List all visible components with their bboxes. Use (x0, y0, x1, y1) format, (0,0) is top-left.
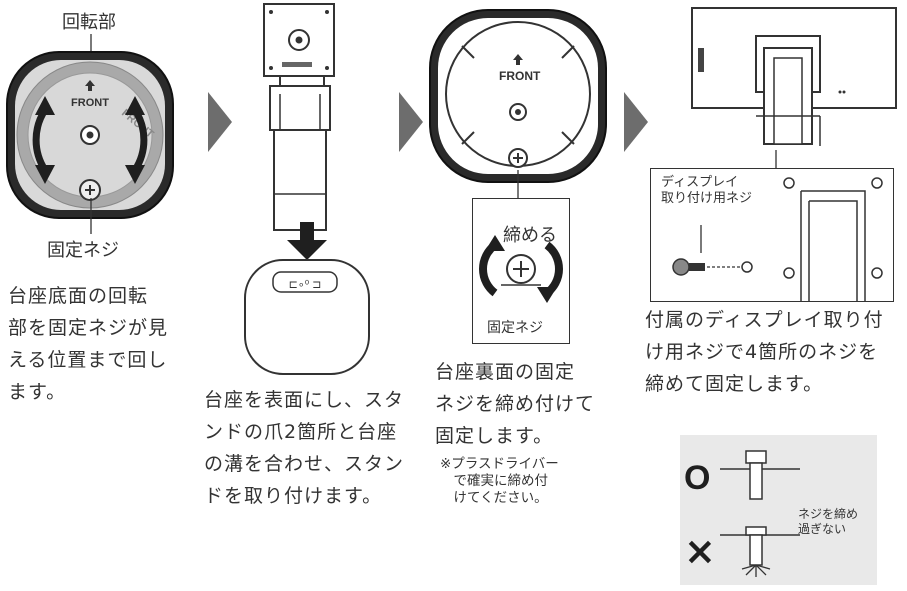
attach-down-arrow (287, 222, 327, 260)
screw-detail-box: ディスプレイ 取り付け用ネジ (650, 168, 894, 302)
step1-caption: 台座底面の回転 部を固定ネジが見 える位置まで回し ます。 (8, 285, 169, 403)
step-arrow-3 (624, 92, 648, 152)
ok-mark: O (684, 459, 711, 497)
stand-base-top-illustration: ⊏∘⁰ ⊐ (244, 259, 370, 375)
step-arrow-2 (399, 92, 423, 152)
screw-holes-plate (672, 177, 883, 301)
svg-text:FRONT: FRONT (71, 97, 109, 109)
tighten-label: 締める (503, 225, 557, 246)
screw-tightening-tip-panel: O × ネジを締め 過ぎない (680, 435, 877, 585)
step-arrow-1 (208, 92, 232, 152)
step4-caption: 付属のディスプレイ取り付 け用ネジで4箇所のネジを 締めて固定します。 (645, 309, 884, 395)
svg-text:⊏∘⁰ ⊐: ⊏∘⁰ ⊐ (289, 279, 322, 291)
correct-screw-icon (720, 450, 800, 500)
stand-base-bottom-illustration: FRONT FRONT (6, 51, 174, 219)
rotating-part-label: 回転部 (62, 12, 116, 33)
step4-callout-line (775, 150, 777, 168)
ng-mark: × (684, 529, 716, 573)
base-underside-illustration (429, 9, 607, 183)
fixing-screw-label: 固定ネジ (47, 240, 119, 261)
step2-caption: 台座を表面にし、スタ ンドの爪2箇所と台座 の溝を合わせ、スタン ドを取り付けま… (204, 389, 405, 507)
monitor-back-illustration (691, 7, 897, 146)
tighten-detail-box: 締める 固定ネジ (472, 198, 570, 344)
overtightening-warning: ネジを締め 過ぎない (798, 507, 859, 536)
step1-line-bottom (90, 198, 92, 234)
display-screw-label: ディスプレイ 取り付け用ネジ (661, 175, 753, 206)
tighten-rotation-arrows (479, 235, 563, 303)
overtightened-screw-icon (720, 526, 800, 577)
step3-front-label: FRONT (499, 69, 541, 83)
step3-caption: 台座裏面の固定 ネジを締め付けて 固定します。 (435, 361, 596, 447)
step3-callout-line (517, 170, 519, 198)
stand-arm-illustration (263, 3, 335, 231)
step3-note: ※プラスドライバー で確実に締め付 けてください。 (440, 456, 559, 506)
step3-screw-label: 固定ネジ (487, 320, 543, 336)
